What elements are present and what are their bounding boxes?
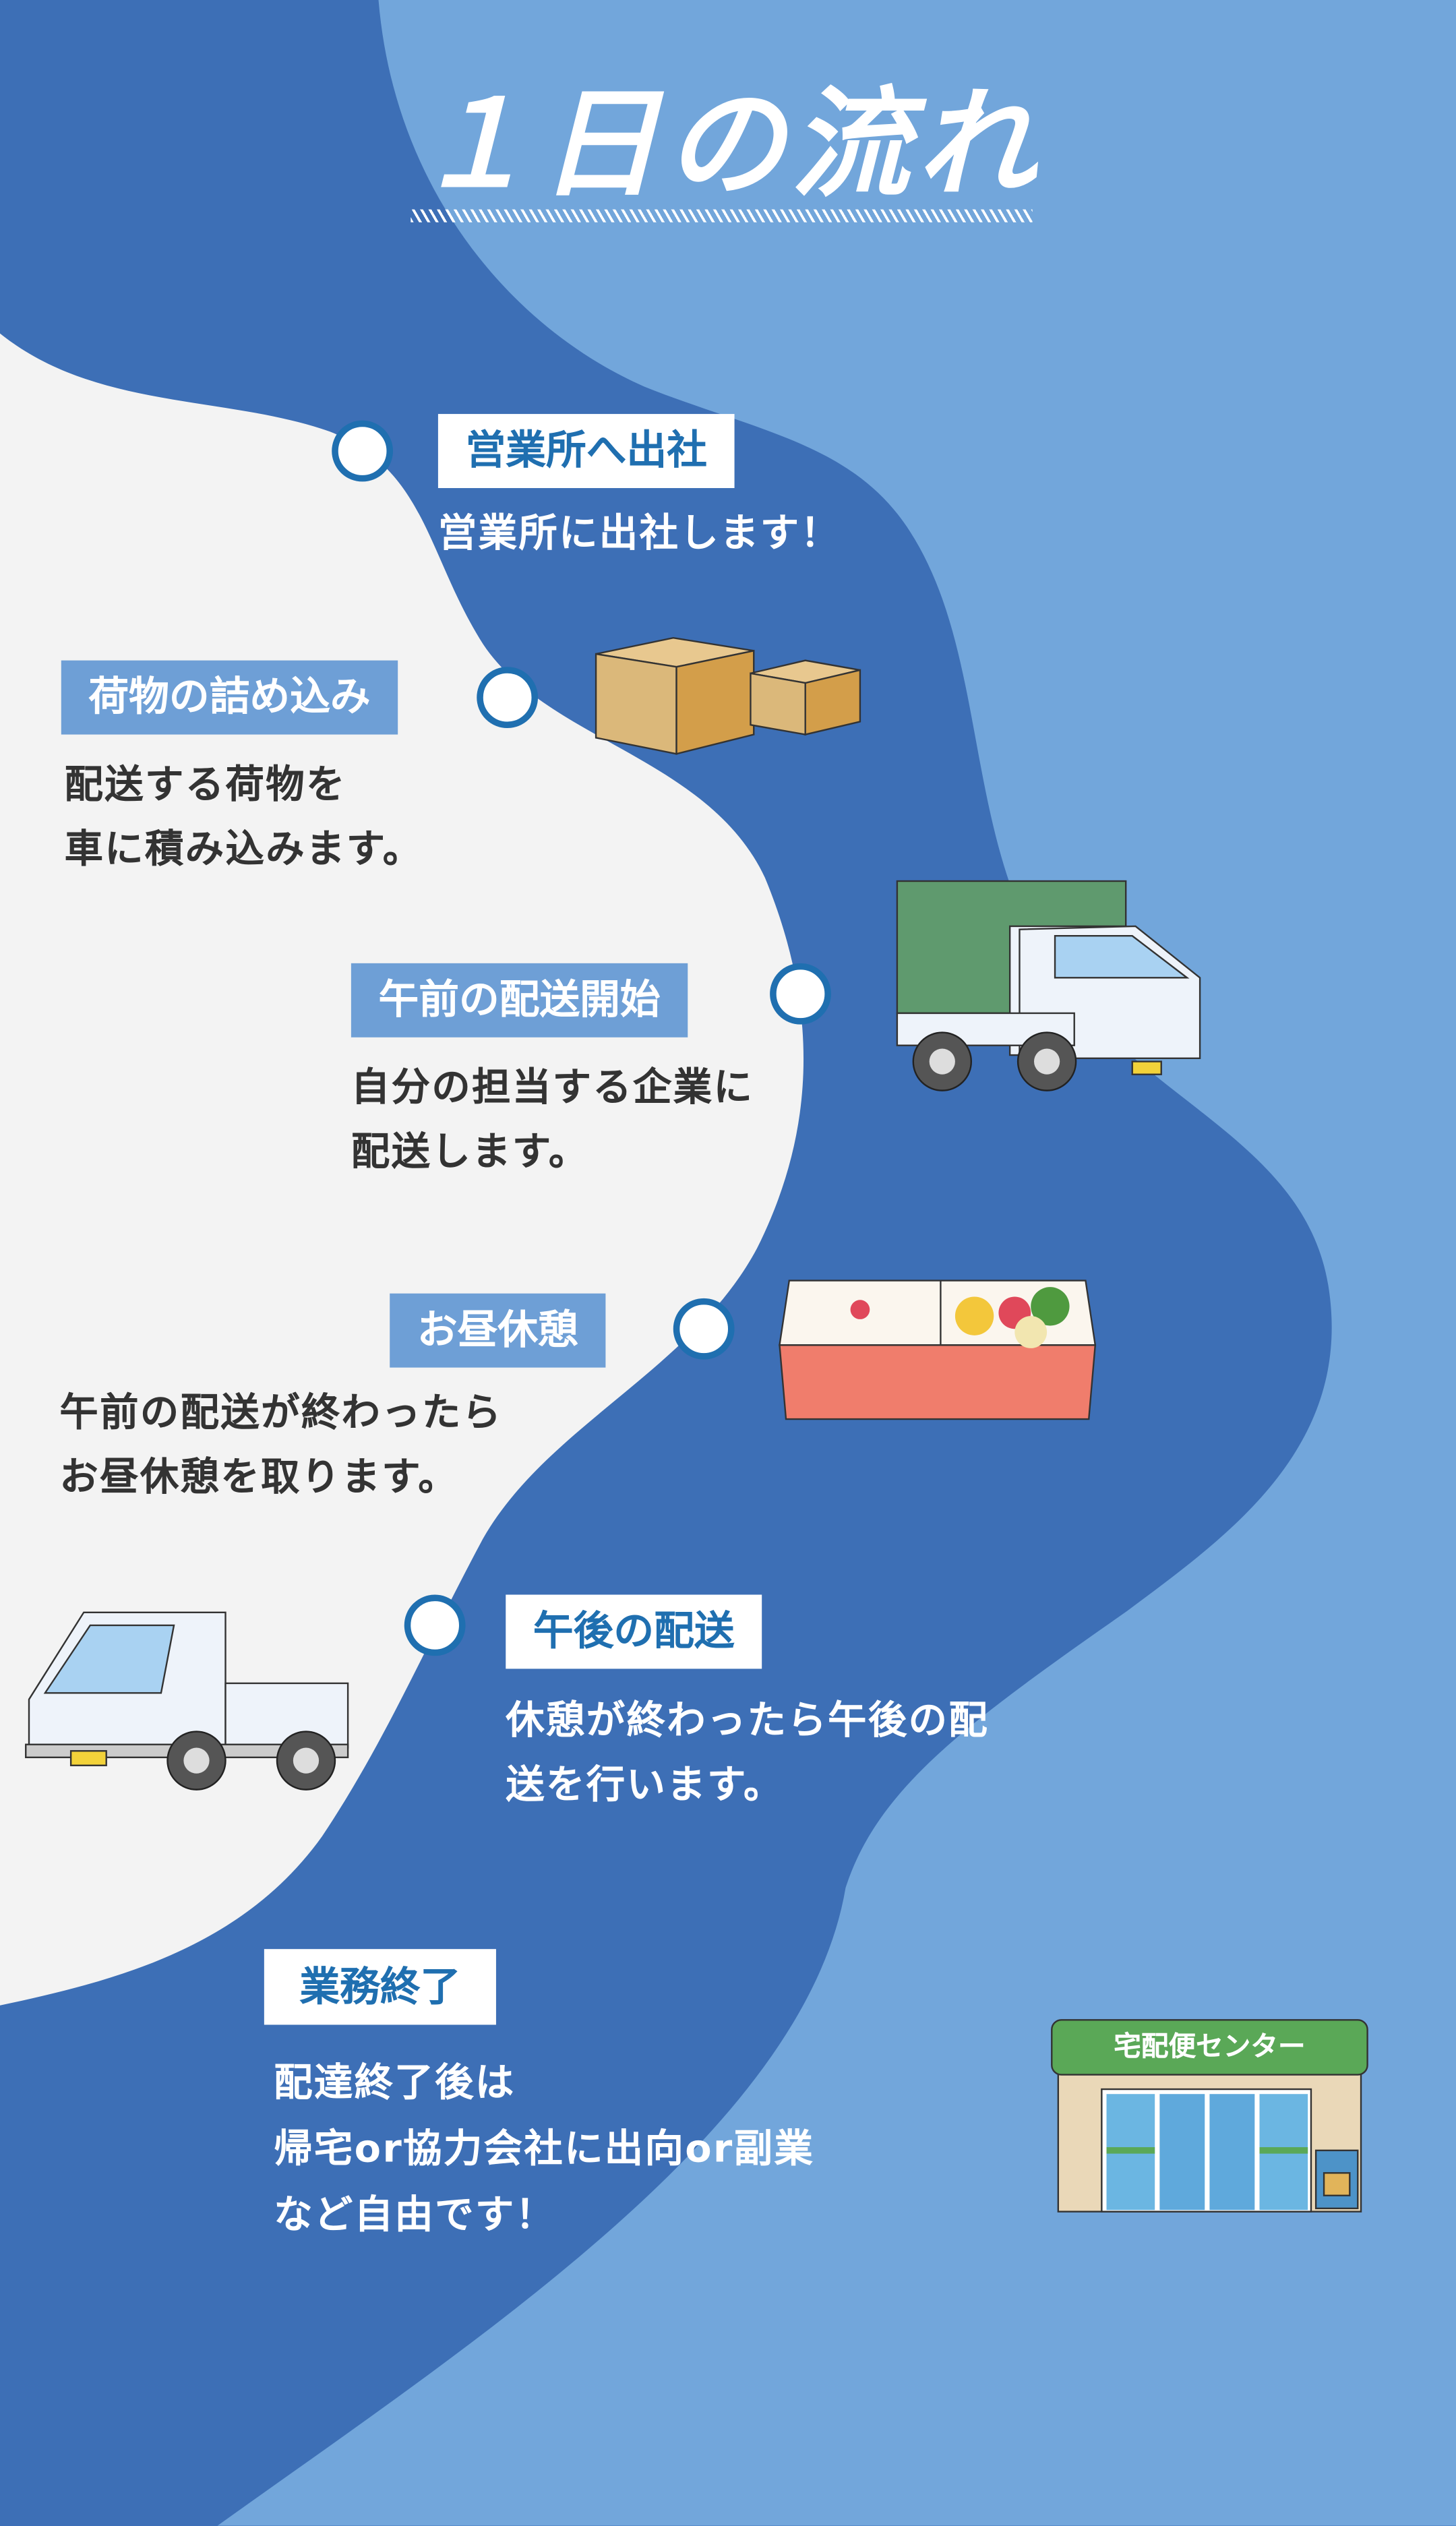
description-line: 配送する荷物を: [64, 762, 346, 808]
description-line: 帰宅or協力会社に出向or副業: [274, 2126, 815, 2171]
description-line: 配送します。: [351, 1129, 589, 1174]
description-line: など自由です！: [274, 2192, 556, 2237]
paper-region: [0, 333, 804, 2006]
timeline-dot: [404, 1594, 466, 1656]
step-label: 午前の配送開始: [351, 963, 688, 1038]
timeline-dot: [332, 420, 394, 482]
description-line: 午前の配送が終わったら: [59, 1390, 503, 1435]
description-line: 自分の担当する企業に: [351, 1064, 754, 1110]
step-label: 業務終了: [264, 1949, 496, 2025]
light-blue-region: [217, 0, 1456, 2526]
step-label: 営業所へ出社: [437, 414, 735, 488]
timeline-dot: [673, 1298, 735, 1360]
step-label: お昼休憩: [390, 1293, 606, 1368]
title-underline: [411, 209, 1033, 222]
step-label: 午後の配送: [506, 1594, 762, 1669]
step-description: 休憩が終わったら午後の配 送を行います。: [506, 1688, 989, 1817]
page-title: １日の流れ: [414, 76, 1042, 214]
timeline-dot: [477, 667, 539, 729]
step-label: 荷物の詰め込み: [61, 660, 398, 735]
description-line: 車に積み込みます。: [64, 826, 423, 872]
store-building: [1051, 2019, 1368, 2213]
description-line: お昼休憩を取ります。: [59, 1454, 459, 1500]
delivery-center-store-illustration: 宅配便センター: [1050, 2018, 1369, 2218]
store-sign: 宅配便センター: [1114, 2031, 1306, 2064]
step-description: 配達終了後は 帰宅or協力会社に出向or副業 など自由です！: [274, 2051, 814, 2249]
step-description: 午前の配送が終わったら お昼休憩を取ります。: [59, 1381, 502, 1509]
light-truck-illustration: [25, 1611, 349, 1791]
timeline-dot: [770, 963, 831, 1025]
step-description: 配送する荷物を 車に積み込みます。: [65, 752, 423, 881]
cardboard-boxes-illustration: [595, 636, 861, 755]
covered-truck-illustration: [896, 880, 1201, 1091]
description-line: 配達終了後は: [274, 2060, 516, 2105]
bento-box-illustration: [779, 1280, 1097, 1420]
step-description: 営業所に出社します！: [438, 501, 841, 566]
step-description: 自分の担当する企業に 配送します。: [351, 1055, 754, 1184]
description-line: 送を行います。: [506, 1762, 784, 1807]
description-line: 休憩が終わったら午後の配: [506, 1697, 990, 1743]
description-line: 営業所に出社します！: [437, 510, 841, 556]
